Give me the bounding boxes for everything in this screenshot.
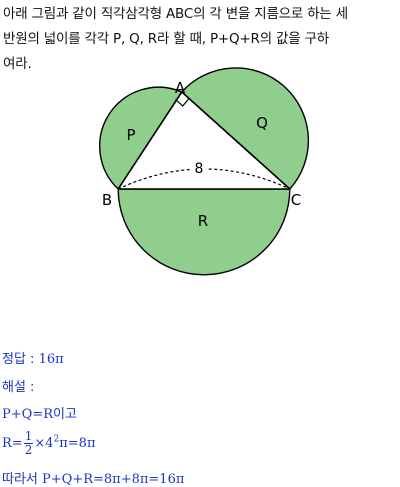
semicircle-q xyxy=(180,67,310,190)
fraction-numerator: 1 xyxy=(23,429,34,444)
explanation-step-1: P+Q=R이고 xyxy=(2,403,77,422)
step1-suffix: 이고 xyxy=(52,407,77,422)
problem-line-2: 반원의 넓이를 각각 P, Q, R라 할 때, P+Q+R의 값을 구하 xyxy=(3,31,330,47)
explanation-label: 해설 : xyxy=(2,380,35,395)
step2-rest: π=8π xyxy=(59,436,96,451)
answer-value: 16π xyxy=(38,352,64,367)
right-triangle-abc xyxy=(117,91,291,190)
step2-exponent: 2 xyxy=(53,434,60,445)
region-label-p: P xyxy=(126,126,135,144)
step3-prefix: 따라서 xyxy=(2,472,43,487)
triangle-semicircles-figure: 8 A B C P Q R xyxy=(99,67,310,276)
step1-math: P+Q=R xyxy=(2,407,53,422)
right-angle-mark xyxy=(175,97,190,107)
step2-lhs: R= xyxy=(2,436,23,451)
answer-label: 정답 : xyxy=(2,352,39,367)
problem-line-1: 아래 그림과 같이 직각삼각형 ABC의 각 변을 지름으로 하는 세 xyxy=(3,6,348,22)
fraction-denominator: 2 xyxy=(24,443,33,457)
step2-times: ×4 xyxy=(34,436,54,451)
length-label-bc: 8 xyxy=(195,161,204,177)
semicircle-p xyxy=(99,86,183,191)
explanation-step-3: 따라서 P+Q+R=8π+8π=16π xyxy=(2,468,184,487)
region-label-q: Q xyxy=(256,114,268,132)
vertex-label-c: C xyxy=(291,191,301,209)
semicircle-r xyxy=(117,188,291,276)
step3-math: P+Q+R=8π+8π=16π xyxy=(42,472,185,487)
vertex-label-a: A xyxy=(175,79,186,97)
problem-statement: 아래 그림과 같이 직각삼각형 ABC의 각 변을 지름으로 하는 세 반원의 … xyxy=(3,2,398,77)
problem-line-3: 여라. xyxy=(3,56,32,72)
region-label-r: R xyxy=(198,212,208,230)
answer-row: 정답 : 16π xyxy=(2,348,64,367)
vertex-label-b: B xyxy=(102,191,112,209)
